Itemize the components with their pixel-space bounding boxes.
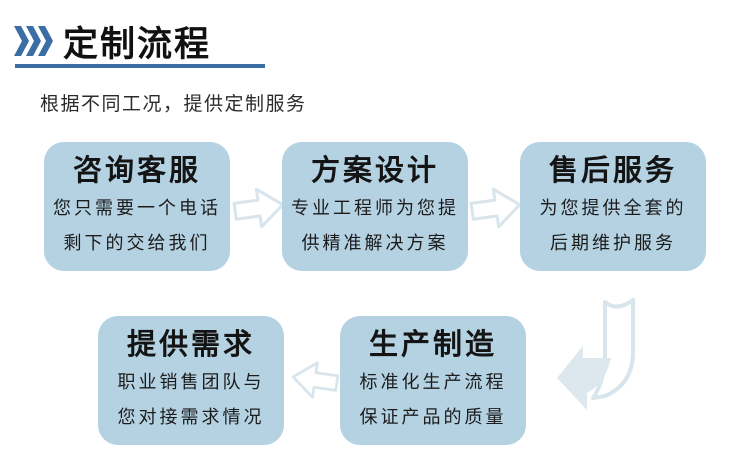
step-desc-line: 职业销售团队与 xyxy=(117,372,265,392)
flow-step-design: 方案设计 专业工程师为您提 供精准解决方案 xyxy=(282,142,468,271)
page-subtitle: 根据不同工况，提供定制服务 xyxy=(40,94,307,115)
step-desc-line: 标准化生产流程 xyxy=(359,372,507,392)
step-title: 生产制造 xyxy=(368,329,497,361)
flow-step-aftersales: 售后服务 为您提供全套的 后期维护服务 xyxy=(520,142,706,271)
page-title: 定制流程 xyxy=(63,25,212,64)
flow-step-production: 生产制造 标准化生产流程 保证产品的质量 xyxy=(340,316,526,445)
step-desc-line: 后期维护服务 xyxy=(550,233,676,253)
curved-arrow-down-left-icon xyxy=(557,298,635,410)
step-desc-line: 剩下的交给我们 xyxy=(63,233,211,253)
step-title: 咨询客服 xyxy=(72,155,201,187)
step-desc-line: 为您提供全套的 xyxy=(539,198,687,218)
step-title: 售后服务 xyxy=(548,155,677,187)
step-desc-line: 供精准解决方案 xyxy=(301,233,449,253)
step-title: 方案设计 xyxy=(310,155,439,187)
arrow-right-icon xyxy=(469,187,522,229)
flow-step-consult: 咨询客服 您只需要一个电话 剩下的交给我们 xyxy=(44,142,230,271)
arrow-left-icon xyxy=(291,361,340,399)
step-desc-line: 您只需要一个电话 xyxy=(53,198,221,218)
title-underline xyxy=(15,64,265,68)
step-desc-line: 专业工程师为您提 xyxy=(291,198,459,218)
flow-step-requirements: 提供需求 职业销售团队与 您对接需求情况 xyxy=(98,316,284,445)
step-title: 提供需求 xyxy=(126,329,255,361)
arrow-right-icon xyxy=(232,187,285,229)
step-desc-line: 保证产品的质量 xyxy=(359,407,507,427)
triple-chevron-right-icon xyxy=(14,26,53,56)
step-desc-line: 您对接需求情况 xyxy=(117,407,265,427)
